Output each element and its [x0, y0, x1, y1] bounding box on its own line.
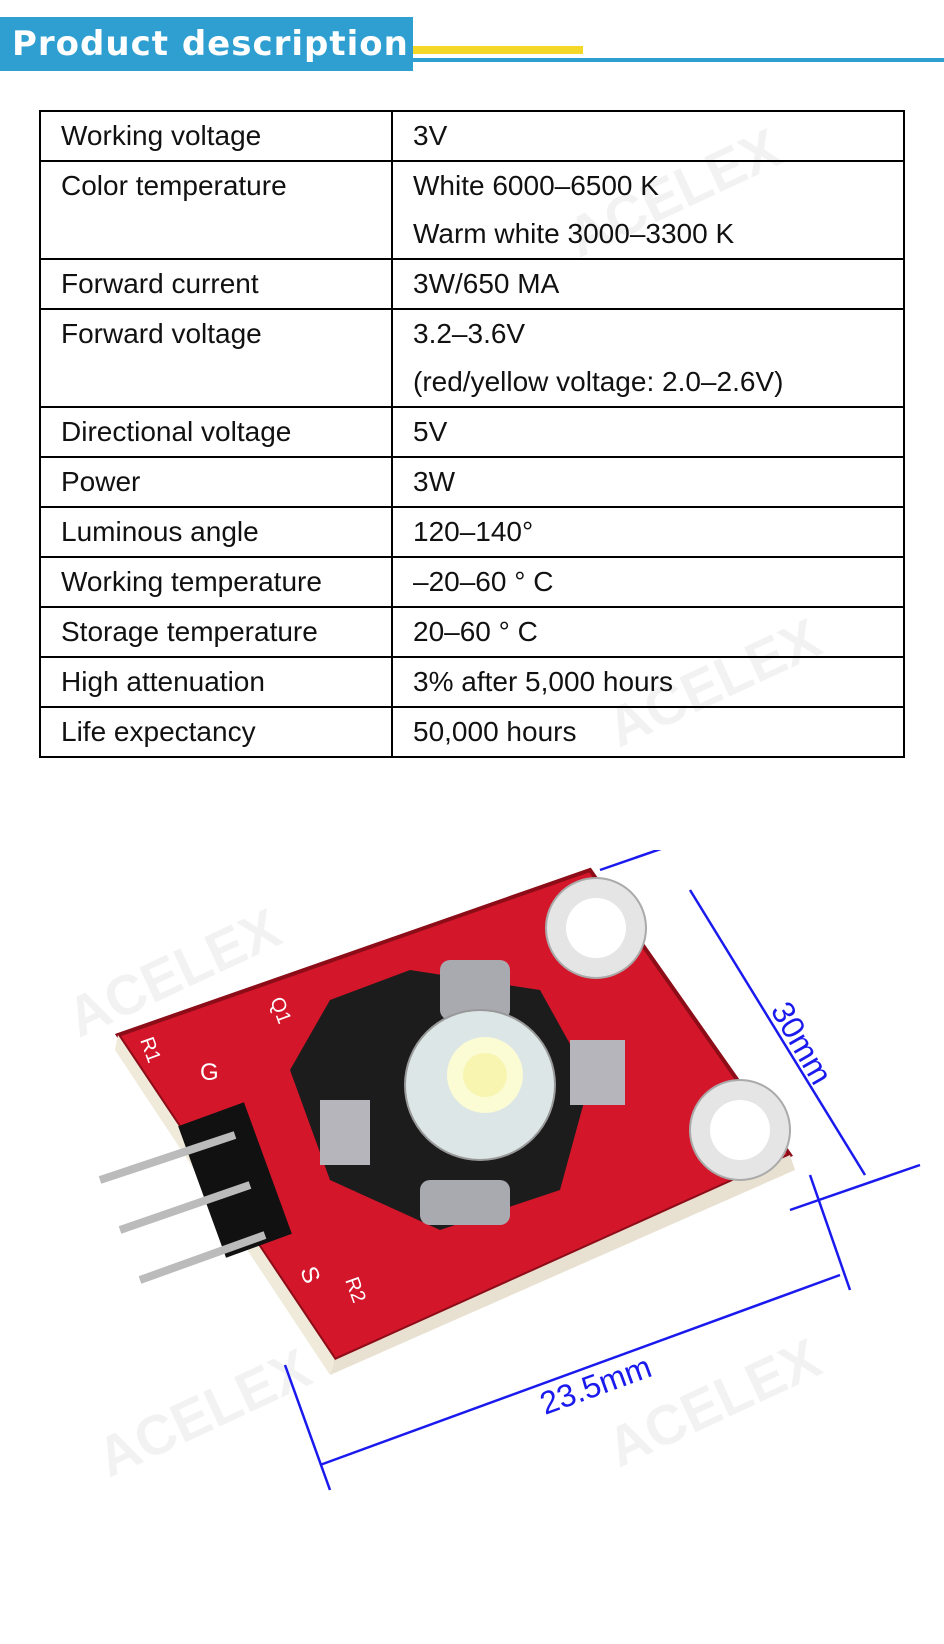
- spec-row: Directional voltage 5V: [39, 406, 905, 458]
- spec-value: 50,000 hours: [413, 716, 577, 747]
- spec-value-cell: 3V: [391, 110, 905, 162]
- section-title: Product description: [0, 17, 413, 71]
- spec-label: Color temperature: [39, 160, 393, 260]
- spec-label: Forward voltage: [39, 308, 393, 408]
- product-photo: Q1 R1 G S R2 30mm 23.5mm: [98, 850, 921, 1491]
- spec-value: 3% after 5,000 hours: [413, 666, 673, 697]
- spec-row: Life expectancy 50,000 hours: [39, 706, 905, 758]
- spec-row: Color temperature White 6000–6500 K Warm w…: [39, 160, 905, 260]
- spec-value: 3.2–3.6V: [413, 318, 526, 349]
- spec-value: 20–60 ° C: [413, 616, 538, 647]
- spec-value: (red/yellow voltage: 2.0–2.6V): [413, 366, 784, 397]
- spec-row: Forward current 3W/650 MA: [39, 258, 905, 310]
- spec-value: 5V: [413, 416, 448, 447]
- spec-row: Working voltage 3V: [39, 110, 905, 162]
- spec-value: 3V: [413, 120, 448, 151]
- spec-label: Storage temperature: [39, 606, 393, 658]
- spec-value-cell: White 6000–6500 K Warm white 3000–3300 K: [391, 160, 905, 260]
- spec-label: Luminous angle: [39, 506, 393, 558]
- spec-value-cell: –20–60 ° C: [391, 556, 905, 608]
- spec-value: 3W/650 MA: [413, 268, 560, 299]
- spec-label: Power: [39, 456, 393, 508]
- spec-value-cell: 5V: [391, 406, 905, 458]
- spec-value: Warm white 3000–3300 K: [413, 218, 735, 249]
- pcb-label-g: G: [200, 1059, 219, 1086]
- spec-row: Luminous angle 120–140°: [39, 506, 905, 558]
- spec-row: Power 3W: [39, 456, 905, 508]
- spec-value-cell: 3.2–3.6V (red/yellow voltage: 2.0–2.6V): [391, 308, 905, 408]
- spec-value-cell: 50,000 hours: [391, 706, 905, 758]
- spec-row: Working temperature –20–60 ° C: [39, 556, 905, 608]
- spec-row: Forward voltage 3.2–3.6V (red/yellow volta…: [39, 308, 905, 408]
- dimension-width-label: 23.5mm: [535, 1348, 656, 1421]
- spec-value: White 6000–6500 K: [413, 170, 659, 201]
- spec-value: 3W: [413, 466, 455, 497]
- spec-value: 120–140°: [413, 516, 534, 547]
- spec-label: Working voltage: [39, 110, 393, 162]
- spec-label: Forward current: [39, 258, 393, 310]
- spec-label: Life expectancy: [39, 706, 393, 758]
- title-accent-yellow: [413, 46, 583, 54]
- dimension-height-label: 30mm: [764, 996, 840, 1091]
- spec-label: Directional voltage: [39, 406, 393, 458]
- spec-value-cell: 20–60 ° C: [391, 606, 905, 658]
- spec-value: –20–60 ° C: [413, 566, 554, 597]
- spec-value-cell: 3W: [391, 456, 905, 508]
- spec-label: Working temperature: [39, 556, 393, 608]
- spec-value-cell: 3% after 5,000 hours: [391, 656, 905, 708]
- spec-value-cell: 120–140°: [391, 506, 905, 558]
- title-underline: [413, 58, 944, 62]
- spec-label: High attenuation: [39, 656, 393, 708]
- dimension-lines: [283, 850, 921, 1491]
- spec-value-cell: 3W/650 MA: [391, 258, 905, 310]
- spec-row: High attenuation 3% after 5,000 hours: [39, 656, 905, 708]
- spec-row: Storage temperature 20–60 ° C: [39, 606, 905, 658]
